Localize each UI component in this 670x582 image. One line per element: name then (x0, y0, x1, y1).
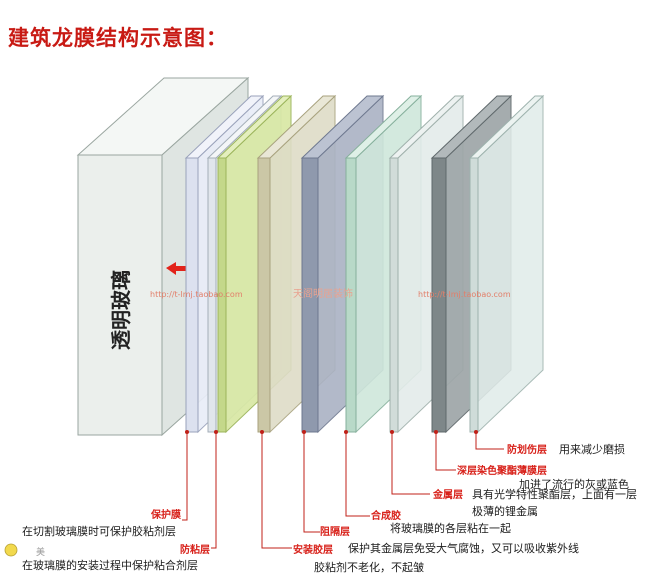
leader-line-metal (391, 432, 430, 495)
watermark-right: http://t-lmj.taobao.com (418, 290, 511, 299)
label-composite-adhesive-title: 合成胶 (370, 509, 401, 522)
diagram-title: 建筑龙膜结构示意图： (8, 26, 228, 50)
leader-line-anti-stick (211, 432, 217, 549)
label-composite-adhesive-desc: 将玻璃膜的各层粘在一起 (390, 521, 511, 535)
film-layers (184, 94, 545, 434)
leader-line-barrier (303, 432, 320, 533)
label-metal-desc-2: 极薄的锂金属 (472, 504, 538, 518)
layer-labels: 保护膜 在切割玻璃膜时可保护胶粘剂层 防粘层 在玻璃膜的安装过程中保护粘合剂层 … (22, 442, 637, 574)
layer-front-clear (468, 94, 545, 434)
leader-line-anti-scratch (475, 432, 504, 450)
leader-lines (182, 432, 504, 549)
watermark-middle: 天阁明居装饰 (293, 287, 353, 300)
leader-line-protective-film (182, 432, 188, 521)
label-anti-scratch-title: 防划伤层 (507, 443, 547, 456)
corner-badge: 美 (4, 543, 45, 558)
label-anti-scratch-desc: 用来减少磨损 (559, 442, 625, 456)
label-deep-dye-desc: 加进了流行的灰或蓝色 (519, 477, 629, 491)
leader-line-composite-adhesive (345, 432, 370, 517)
label-install-adhesive-title: 安装胶层 (293, 543, 333, 556)
watermark-left: http://t-lmj.taobao.com (150, 290, 243, 299)
glass-arrow-icon (166, 262, 186, 275)
label-protective-film-desc: 在切割玻璃膜时可保护胶粘剂层 (22, 524, 176, 538)
label-metal-title: 金属层 (432, 488, 463, 501)
leader-line-deep-dye (435, 432, 456, 471)
corner-text: 美 (36, 546, 45, 558)
label-install-adhesive-desc: 保护其金属层免受大气腐蚀，又可以吸收紫外线 (348, 541, 579, 555)
label-protective-film-title: 保护膜 (150, 508, 181, 521)
label-anti-stick-desc: 在玻璃膜的安装过程中保护粘合剂层 (22, 558, 198, 572)
leader-dots (185, 430, 478, 434)
leader-line-install-adhesive (261, 432, 292, 549)
glass-label: 透明玻璃 (109, 270, 133, 350)
label-deep-dye-title: 深层染色聚酯薄膜层 (457, 464, 547, 477)
label-metal-desc: 具有光学特性聚酯层，上面有一层 (472, 487, 637, 501)
smiley-icon (4, 543, 18, 557)
label-barrier-title: 阻隔层 (320, 526, 350, 538)
label-barrier-desc: 胶粘剂不老化，不起皱 (314, 560, 424, 574)
label-anti-stick-title: 防粘层 (180, 543, 210, 556)
